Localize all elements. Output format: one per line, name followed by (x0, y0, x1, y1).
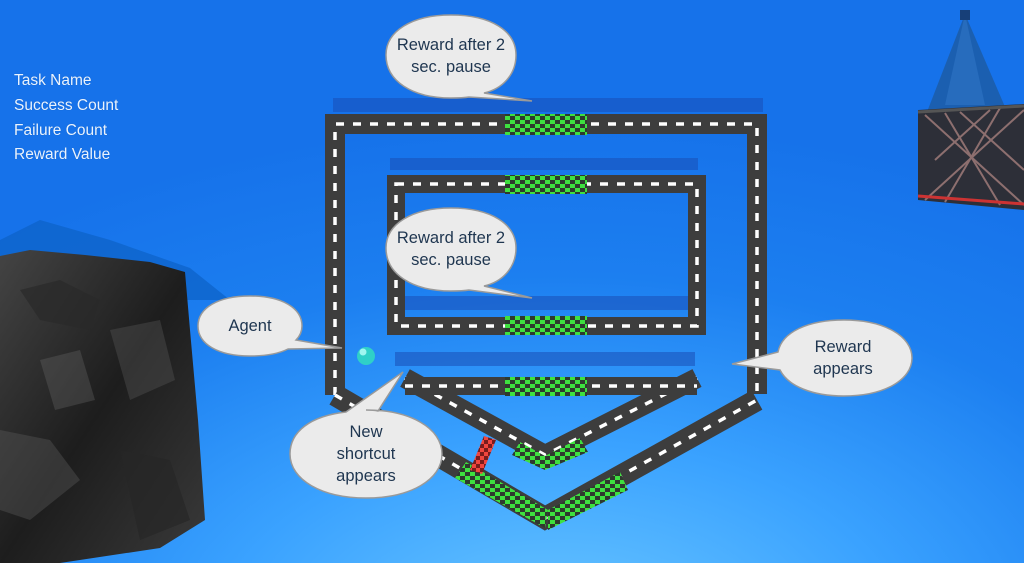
task-name-label: Task Name (14, 72, 92, 89)
callout-reward-appears-text: Reward appears (813, 338, 873, 378)
callout-shape (385, 14, 533, 102)
callout-reward-inner-text: Reward after 2 sec. pause (396, 229, 506, 269)
callout-shape (731, 319, 913, 397)
callout-agent: Agent (196, 294, 343, 358)
hud-panel: Task Name Success Count Failure Count Re… (14, 69, 118, 168)
reward-tile-v-inner (512, 438, 588, 470)
agent-ball (357, 347, 375, 365)
reward-tile-top (505, 114, 587, 135)
reward-tile-crossbar (505, 377, 587, 396)
failure-count-label: Failure Count (14, 121, 108, 139)
callout-reward-top-text: Reward after 2 sec. pause (396, 36, 506, 76)
callout-agent-text: Agent (228, 317, 272, 335)
track-shadows (333, 98, 763, 366)
callout-new-shortcut: New shortcut appears (288, 371, 444, 500)
callout-new-shortcut-text: New shortcut appears (336, 423, 396, 485)
tower-structure (917, 10, 1024, 210)
reward-value-label: Reward Value (14, 146, 111, 164)
rock-cliff (0, 250, 205, 563)
callout-reward-appears: Reward appears (731, 318, 914, 398)
success-count-label: Success Count (14, 96, 119, 114)
callout-reward-top: Reward after 2 sec. pause (384, 13, 533, 102)
reward-tiles (455, 114, 628, 530)
reward-tile-v-outer-right (548, 472, 628, 530)
callout-shape (289, 371, 443, 499)
shortcut-tile (470, 436, 496, 474)
callout-shape (197, 295, 343, 357)
reward-tile-inner-top (505, 175, 587, 194)
reward-tile-v-outer-left (455, 462, 548, 528)
callout-reward-inner: Reward after 2 sec. pause (384, 206, 533, 299)
callout-shape (385, 207, 533, 299)
reward-tile-inner-bottom (505, 316, 587, 335)
